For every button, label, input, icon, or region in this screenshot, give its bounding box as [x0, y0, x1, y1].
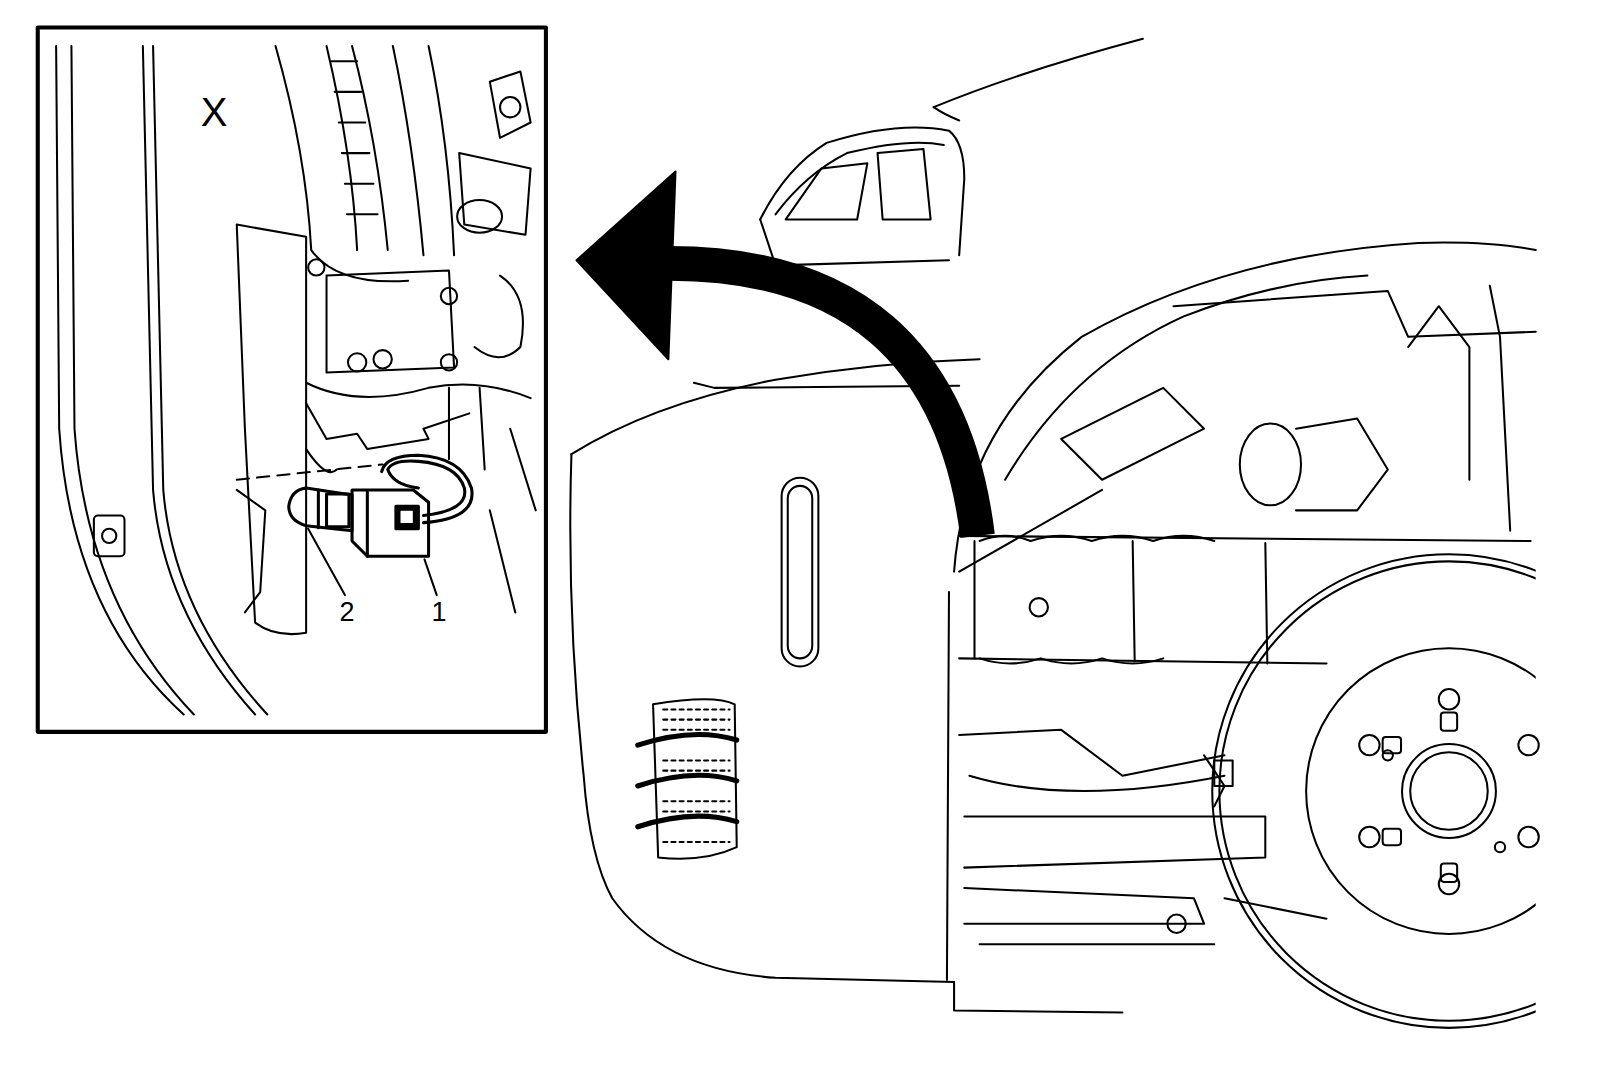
view-label: X: [199, 91, 230, 133]
callout-number: 2: [337, 598, 356, 627]
callout-number: 1: [429, 598, 448, 627]
view-arrow: [577, 171, 978, 535]
vehicle-front: [570, 39, 1600, 1028]
leader-line: [424, 559, 436, 595]
inset-frame: [38, 28, 546, 732]
connector-half: [289, 488, 352, 531]
wheel-stud: [1359, 689, 1539, 894]
leader-line: [308, 529, 345, 595]
wiring-connector: [352, 455, 472, 556]
inset-detail: [56, 46, 536, 715]
